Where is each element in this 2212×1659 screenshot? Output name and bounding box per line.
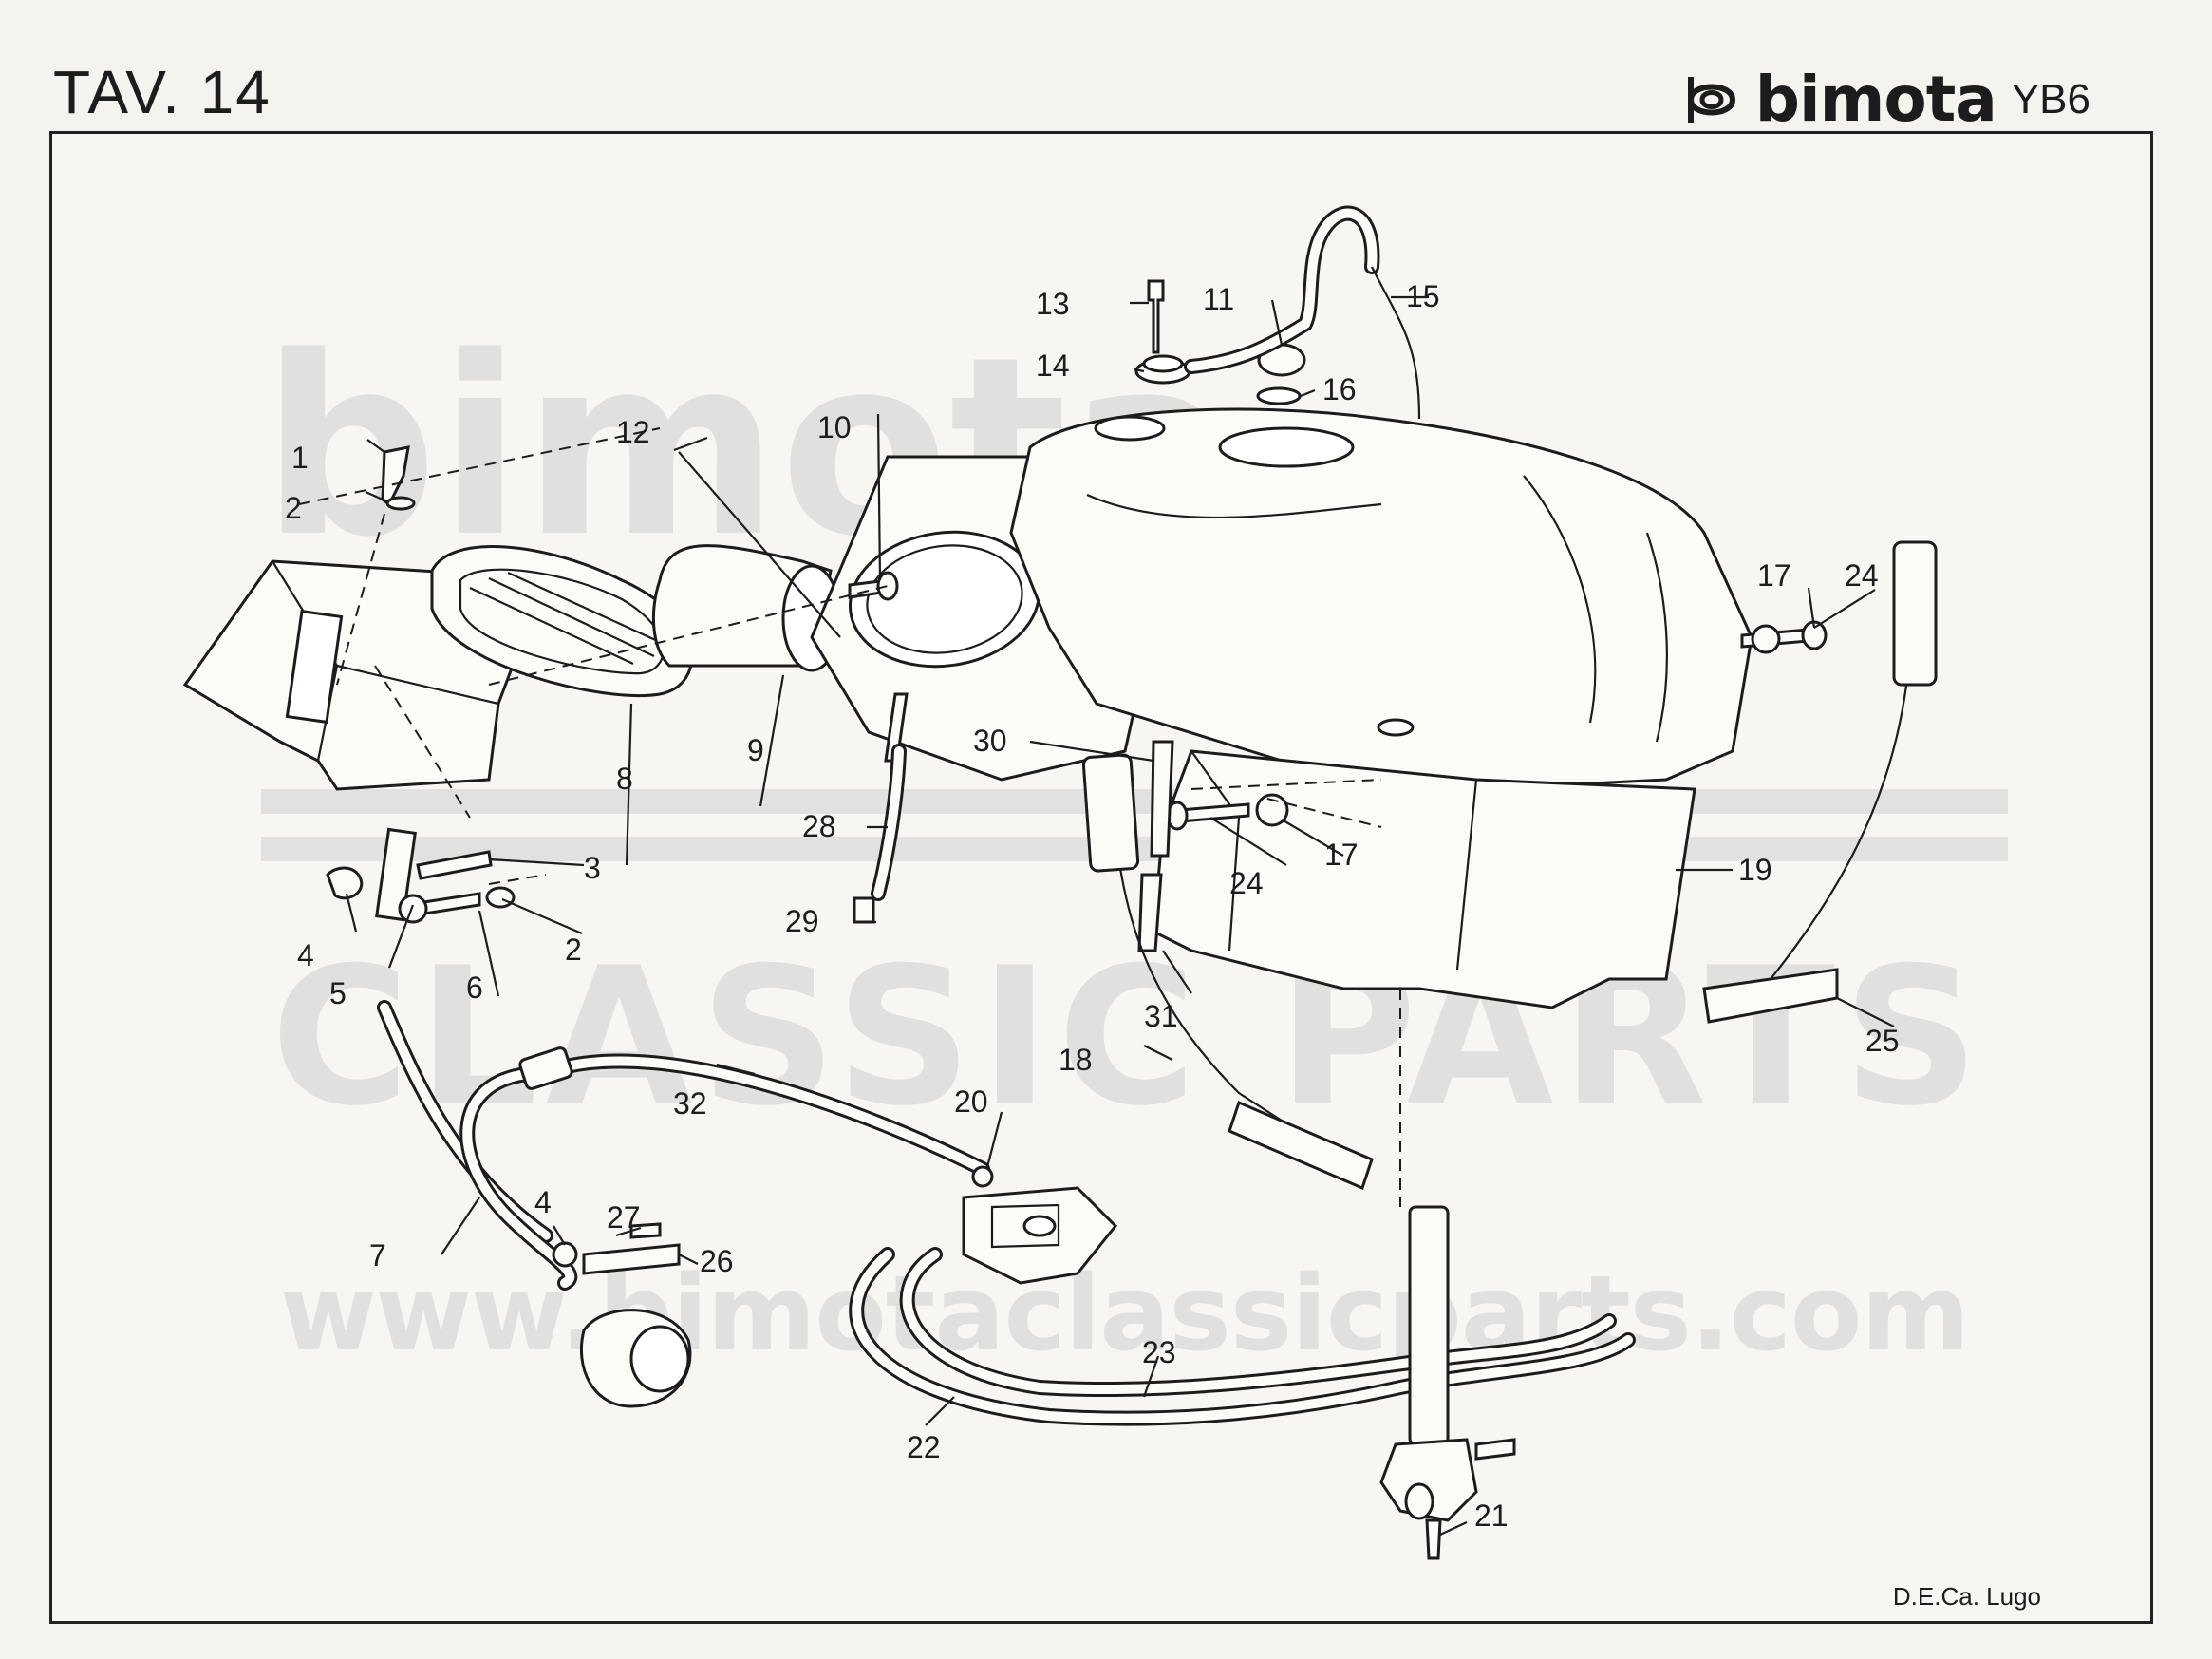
callout-label: 9 <box>747 733 764 767</box>
callout-label: 17 <box>1324 838 1359 872</box>
diagram-frame: bimota CLASSIC PARTS www.bimotaclassicpa… <box>49 131 2153 1624</box>
fuel-tank <box>1009 407 1753 791</box>
filter-sleeve <box>651 544 842 672</box>
callout-label: 29 <box>785 904 819 938</box>
leader-lines <box>345 295 1895 1536</box>
callout-label: 2 <box>285 491 302 525</box>
callout-label: 18 <box>1059 1043 1093 1077</box>
callout-label: 21 <box>1474 1499 1509 1533</box>
callout-label: 17 <box>1757 558 1791 593</box>
callout-label: 13 <box>1036 287 1070 321</box>
callout-label: 7 <box>369 1238 386 1273</box>
brand-name: bimota <box>1754 63 1997 136</box>
brand-model: YB6 <box>2011 75 2090 123</box>
filler-cap-parts <box>1134 205 1421 420</box>
callout-label: 22 <box>907 1430 941 1464</box>
exploded-parts-diagram: bimota CLASSIC PARTS www.bimotaclassicpa… <box>182 205 2008 1560</box>
callout-label: 1 <box>291 441 309 475</box>
fuel-pump <box>552 1222 692 1408</box>
callout-label: 24 <box>1845 558 1879 593</box>
watermark-main-text: CLASSIC PARTS <box>271 927 1979 1148</box>
fuel-valve-assembly <box>962 1165 1118 1285</box>
callout-label: 26 <box>700 1244 734 1278</box>
watermark-url-text: www.bimotaclassicparts.com <box>280 1253 1970 1374</box>
callout-label: 6 <box>466 971 483 1005</box>
callout-label: 2 <box>565 933 582 967</box>
fuel-hoses-left <box>377 1000 990 1291</box>
callout-label: 16 <box>1322 372 1357 406</box>
footer-credit: D.E.Ca. Lugo <box>1892 1582 2041 1611</box>
callout-label: 12 <box>616 415 650 449</box>
page-title: TAV. 14 <box>53 58 272 126</box>
callout-label: 23 <box>1142 1335 1176 1369</box>
callout-label: 5 <box>329 976 347 1010</box>
callout-label: 28 <box>802 809 836 843</box>
bimota-logo-icon <box>1687 76 1735 123</box>
callout-label: 10 <box>817 410 852 444</box>
callout-label: 24 <box>1229 866 1264 900</box>
brand-header: bimota YB6 <box>1683 63 2090 136</box>
watermark: bimota CLASSIC PARTS www.bimotaclassicpa… <box>261 305 2008 1374</box>
callout-label: 14 <box>1036 349 1070 383</box>
fasteners <box>326 445 1828 952</box>
callout-label: 3 <box>584 851 601 885</box>
callout-label: 4 <box>534 1185 552 1219</box>
callouts: 1 2 12 10 13 14 11 15 16 17 24 8 9 30 28… <box>285 279 1900 1533</box>
callout-label: 31 <box>1144 999 1178 1033</box>
callout-label: 32 <box>673 1086 707 1121</box>
assembly-lines <box>298 427 1401 1207</box>
callout-label: 20 <box>954 1084 988 1119</box>
callout-label: 27 <box>607 1200 641 1235</box>
callout-label: 8 <box>616 762 633 796</box>
callout-label: 19 <box>1738 853 1772 887</box>
fuel-tap <box>1379 1205 1516 1560</box>
callout-label: 30 <box>973 724 1007 758</box>
callout-label: 4 <box>297 938 314 972</box>
callout-label: 11 <box>1203 282 1234 316</box>
callout-label: 25 <box>1865 1024 1900 1058</box>
fuel-hoses-bottom <box>849 1247 1636 1426</box>
callout-label: 15 <box>1406 279 1440 313</box>
